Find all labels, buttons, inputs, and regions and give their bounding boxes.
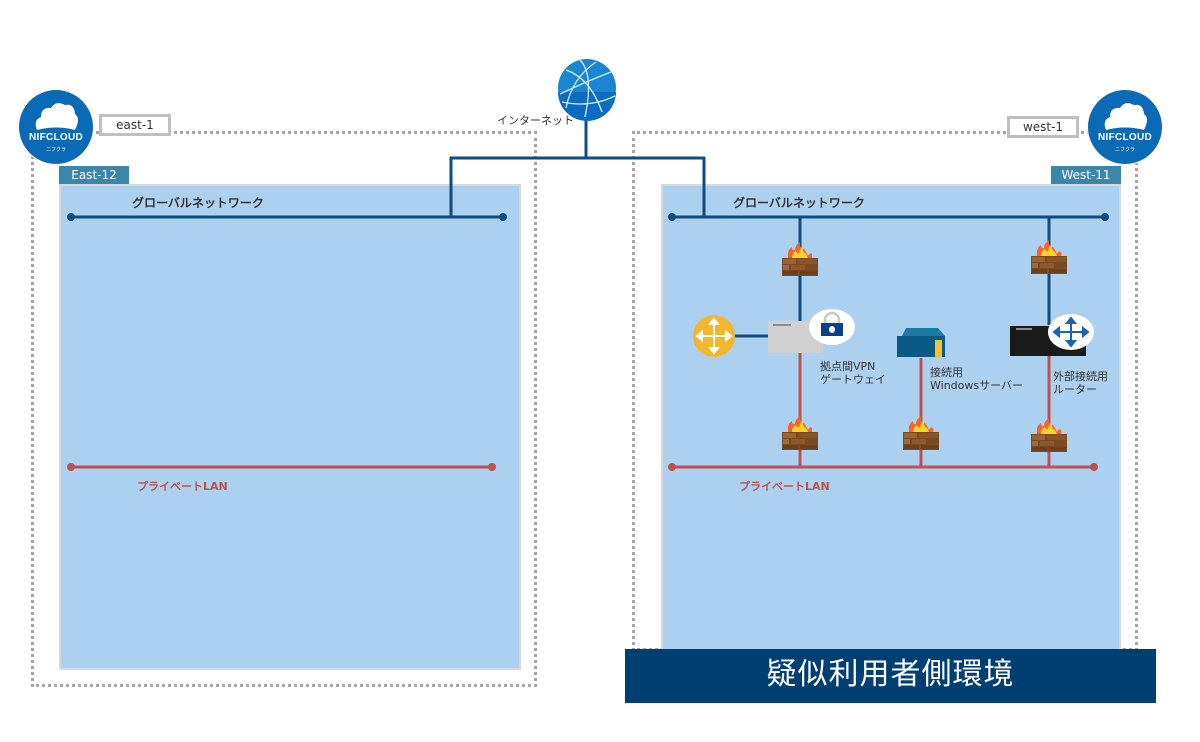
vpn-gateway-label-line2: ゲートウェイ xyxy=(820,373,886,386)
firewall-icon xyxy=(1031,240,1067,274)
east-global-network-endpoint-left xyxy=(67,213,75,221)
windows-server-label-line2: Windowsサーバー xyxy=(930,379,1023,392)
external-router-label-line2: ルーター xyxy=(1053,383,1097,396)
zone-tab-west-11: West-11 xyxy=(1051,166,1121,184)
external-router-label-line1: 外部接続用 xyxy=(1053,370,1108,383)
east-private-lan-endpoint-left xyxy=(67,463,75,471)
windows-server-label-line1: 接続用 xyxy=(930,366,963,379)
cloud-icon xyxy=(1104,103,1147,130)
east-global-network-endpoint-right xyxy=(499,213,507,221)
east-private-lan-label: プライベートLAN xyxy=(137,480,228,493)
external-router-label: 外部接続用 ルーター xyxy=(1053,370,1108,396)
west-private-lan-endpoint-left xyxy=(668,463,676,471)
cloud-icon xyxy=(35,103,78,130)
region-label-east-1: east-1 xyxy=(99,114,171,136)
west-global-network-label: グローバルネットワーク xyxy=(733,196,865,210)
server-icon xyxy=(897,328,945,357)
firewall-icon xyxy=(1031,418,1067,452)
nifcloud-logo-west: NIFCLOUD ニフクラ xyxy=(1088,90,1162,164)
logo-subtext: ニフクラ xyxy=(45,147,66,153)
firewall-icon xyxy=(782,242,818,276)
region-frame-east xyxy=(31,131,537,687)
region-label-west-1: west-1 xyxy=(1007,116,1079,138)
firewall-icon xyxy=(903,416,939,450)
logo-text: NIFCLOUD xyxy=(28,132,84,143)
nifcloud-logo-east: NIFCLOUD ニフクラ xyxy=(19,90,93,164)
zone-tab-east-12: East-12 xyxy=(59,166,129,184)
windows-server-label: 接続用 Windowsサーバー xyxy=(930,366,1023,392)
router-icon xyxy=(693,315,735,357)
zone-east-12 xyxy=(59,184,521,670)
west-private-lan-endpoint-right xyxy=(1090,463,1098,471)
west-private-lan-label: プライベートLAN xyxy=(739,480,830,493)
vpn-gateway-label-line1: 拠点間VPN xyxy=(820,360,876,373)
west-global-network-endpoint-left xyxy=(668,213,676,221)
globe-icon xyxy=(558,59,616,121)
logo-subtext: ニフクラ xyxy=(1114,147,1135,153)
vpn-gateway-label: 拠点間VPN ゲートウェイ xyxy=(820,360,886,386)
internet-label: インターネット xyxy=(497,114,574,127)
vpn-gateway-icon xyxy=(768,309,855,353)
environment-banner: 疑似利用者側環境 xyxy=(625,649,1156,703)
logo-text: NIFCLOUD xyxy=(1097,132,1153,143)
firewall-icon xyxy=(782,416,818,450)
external-router-icon xyxy=(1010,314,1094,356)
west-global-network-endpoint-right xyxy=(1101,213,1109,221)
east-private-lan-endpoint-right xyxy=(488,463,496,471)
east-global-network-label: グローバルネットワーク xyxy=(132,196,264,210)
